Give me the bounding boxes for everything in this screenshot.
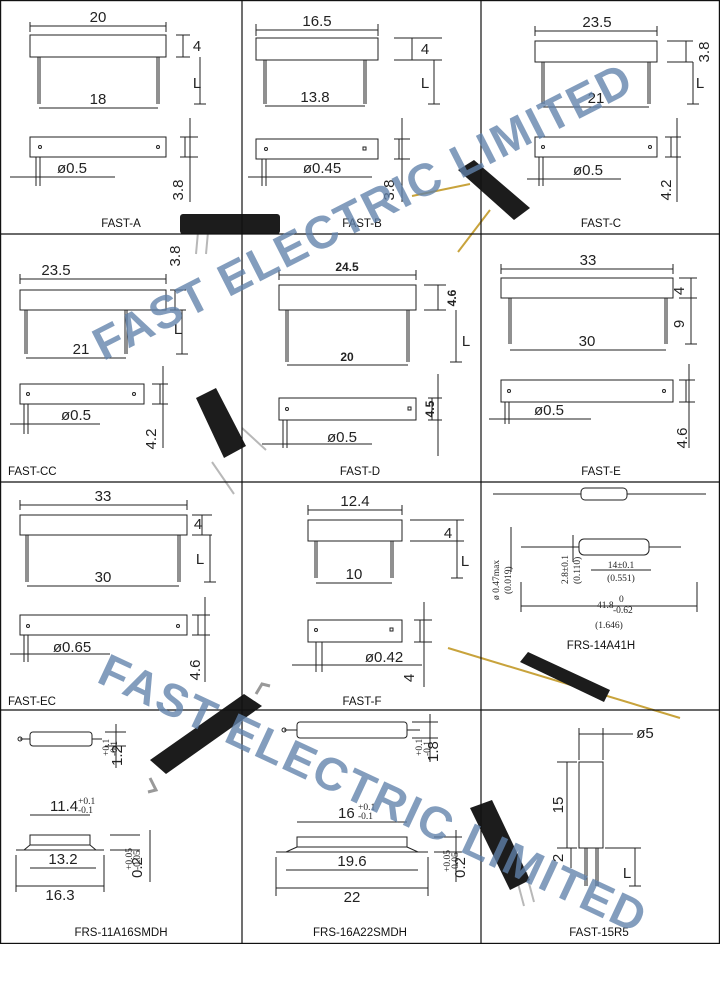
product-photo-fast-cc bbox=[196, 388, 267, 495]
product-photo-fast-a bbox=[180, 214, 280, 255]
product-photos bbox=[147, 160, 681, 907]
product-photo-smd bbox=[147, 682, 271, 794]
product-photo-axial bbox=[447, 647, 681, 719]
product-photo-gold-leads bbox=[411, 160, 530, 253]
product-photo-fast-15r5 bbox=[470, 800, 535, 907]
